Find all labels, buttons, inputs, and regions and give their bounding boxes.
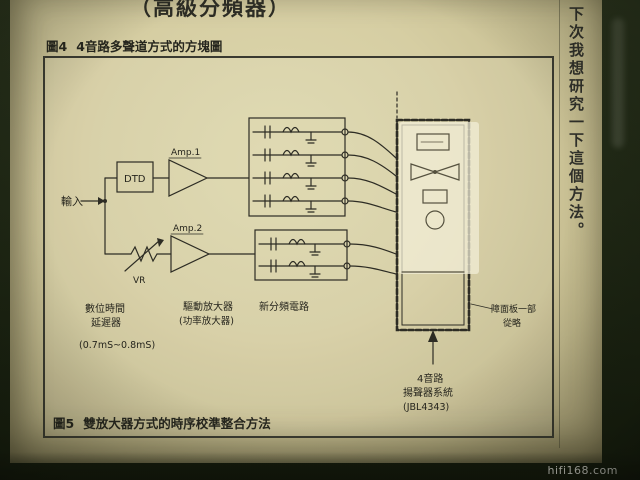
figure5-title: 雙放大器方式的時序校準整合方法	[83, 416, 271, 431]
dtd-label: DTD	[124, 174, 146, 185]
speaker-cabinet	[395, 91, 494, 332]
speaker-pointer-arrow	[428, 330, 438, 365]
driver-label-1: 驅動放大器	[183, 300, 233, 313]
figure4-caption: 圖4 4音路多聲道方式的方塊圖	[46, 36, 222, 55]
photo-glare	[399, 122, 479, 274]
vr-symbol	[104, 238, 172, 272]
speaker-label-1: 4音路	[417, 372, 443, 385]
speaker-label-2: 揚聲器系統	[403, 386, 453, 399]
baffle-note-2: 從略	[503, 317, 521, 329]
page-header-partial: （高級分頻器）	[130, 0, 291, 20]
figure4-label: 圖4	[46, 39, 68, 54]
baffle-note-1: 障面板一部	[491, 303, 536, 315]
delay-label-3: (0.7mS~0.8mS)	[79, 340, 155, 351]
page-edge-glare	[612, 18, 624, 148]
amp1-label: Amp.1	[171, 148, 200, 158]
speaker-label-3: (JBL4343)	[403, 402, 449, 413]
figure4-title: 4音路多聲道方式的方塊圖	[76, 39, 223, 54]
block-diagram: 輸入 DTD Amp.1 Amp.2 VR 數位時間 延遲器 (0.7mS~0.…	[61, 91, 536, 413]
amp2-label: Amp.2	[173, 224, 202, 234]
delay-label-1: 數位時間	[85, 302, 125, 315]
amp2-symbol	[170, 233, 256, 273]
book-page: （高級分頻器） 圖4 4音路多聲道方式的方塊圖	[10, 0, 602, 463]
margin-divider	[559, 0, 560, 448]
figure5-label: 圖5	[53, 416, 75, 431]
figure-frame: 輸入 DTD Amp.1 Amp.2 VR 數位時間 延遲器 (0.7mS~0.…	[43, 56, 554, 438]
handwritten-margin-note: 下次我想研究一下這個方法。	[567, 6, 585, 240]
input-arrow	[80, 177, 107, 255]
watermark-text: hifi168.com	[547, 464, 618, 477]
vr-label: VR	[133, 276, 145, 286]
crossover-label: 新分頻電路	[259, 300, 309, 313]
lower-crossover-box	[254, 229, 351, 281]
input-label: 輸入	[61, 194, 83, 208]
bottom-shadow	[0, 452, 640, 480]
upper-crossover-box	[248, 117, 349, 217]
delay-label-2: 延遲器	[91, 317, 121, 329]
driver-label-2: (功率放大器)	[179, 315, 234, 327]
speaker-wires	[347, 131, 397, 275]
figure5-caption: 圖5 雙放大器方式的時序校準整合方法	[53, 413, 271, 432]
amp1-symbol	[168, 157, 250, 197]
